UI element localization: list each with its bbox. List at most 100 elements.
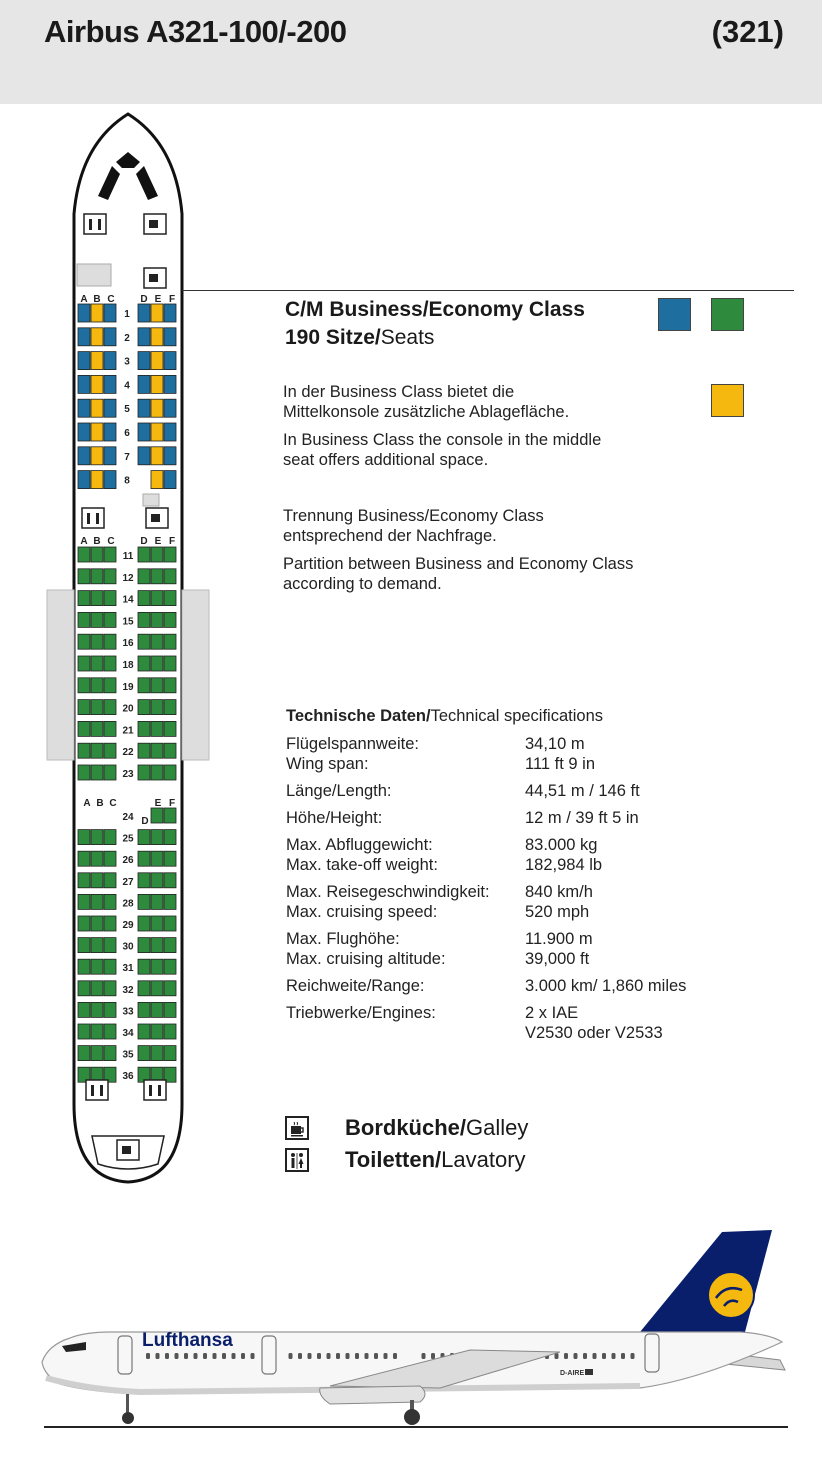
registration: D-AIRE [560,1370,584,1377]
door-2 [261,1335,277,1375]
window [174,1353,179,1359]
business-seat [137,374,151,394]
business-seat [77,327,91,347]
column-label: C [107,294,114,305]
economy-seat [163,829,177,845]
row-number: 3 [124,357,130,368]
aircraft-code: (321) [711,14,784,49]
economy-seat [163,633,177,650]
economy-seat [163,568,177,585]
console-seat [150,446,164,466]
row-number: 34 [122,1028,134,1039]
console-seat [90,422,104,442]
business-seat [103,398,117,418]
economy-seat [77,1066,91,1083]
economy-seat [137,1045,151,1061]
economy-seat [163,655,177,672]
column-label: F [169,798,175,809]
economy-seat [137,850,151,867]
economy-seat [90,764,104,781]
economy-seat [90,633,104,650]
cockpit-window-center [116,152,140,168]
economy-seat [103,1002,117,1018]
window [602,1353,606,1359]
spec-label: Flügelspannweite:Wing span: [286,735,419,773]
window [355,1353,359,1359]
economy-seat [90,1023,104,1040]
row-number: 12 [122,573,134,584]
row-number: 25 [122,834,134,845]
economy-seat [150,958,164,975]
economy-seat [77,568,91,585]
page-header: Airbus A321-100/-200 (321) [0,0,822,104]
cockpit-window [62,1342,86,1352]
economy-seat [90,980,104,997]
economy-seat [77,546,91,563]
economy-seat [137,699,151,715]
economy-seat [103,829,117,845]
lavatory-icon-man [89,219,92,230]
column-label: A [80,536,87,547]
economy-seat [77,937,91,953]
window [155,1353,160,1359]
business-seat [103,374,117,394]
economy-seat [163,894,177,910]
economy-seat [137,655,151,672]
window [241,1353,245,1359]
window [421,1353,426,1359]
lavatory-icon-woman [98,219,101,230]
window [554,1353,559,1359]
row-number: 15 [122,616,134,627]
business-seat [163,374,177,394]
business-seat [163,398,177,418]
economy-seat [90,937,104,953]
lavatory-icon-man [149,1085,152,1096]
economy-seat [77,958,91,975]
row-number: 35 [122,1050,134,1061]
economy-seat [137,611,151,628]
economy-seat [137,546,151,563]
row-number: 22 [122,747,134,758]
economy-seat [150,872,164,889]
economy-seat [137,829,151,845]
spec-label: Max. Flughöhe:Max. cruising altitude: [286,930,446,968]
economy-seat [77,1023,91,1040]
economy-seat [103,699,117,715]
seat-count: 190 Sitze/Seats [285,324,585,352]
ground-line [44,1426,788,1428]
main-gear [404,1409,420,1425]
business-seat [77,351,91,371]
row-number: 2 [124,333,130,344]
economy-seat [77,590,91,607]
row-number: 23 [122,769,134,780]
row-number: 29 [122,920,134,931]
window [383,1353,388,1359]
business-class-swatch [658,298,691,331]
column-label: A [80,294,87,305]
economy-seat [77,677,91,694]
economy-seat [77,829,91,845]
business-seat [77,446,91,466]
economy-seat [150,807,164,824]
business-seat [77,303,91,323]
lavatory-icon-woman [100,1085,103,1096]
column-label: D [140,294,147,305]
economy-seat [150,546,164,563]
console-seat [90,374,104,394]
economy-seat [77,611,91,628]
console-seat [150,374,164,394]
window [193,1353,198,1359]
window [573,1353,578,1359]
console-seat [150,327,164,347]
economy-seat [163,1045,177,1061]
economy-seat [163,915,177,932]
economy-seat [163,850,177,867]
economy-seat [103,721,117,737]
row-number: 27 [122,877,134,888]
economy-seat [90,894,104,910]
cockpit-window-right [136,166,158,200]
window [307,1353,312,1359]
economy-class-swatch [711,298,744,331]
economy-seat [163,937,177,953]
